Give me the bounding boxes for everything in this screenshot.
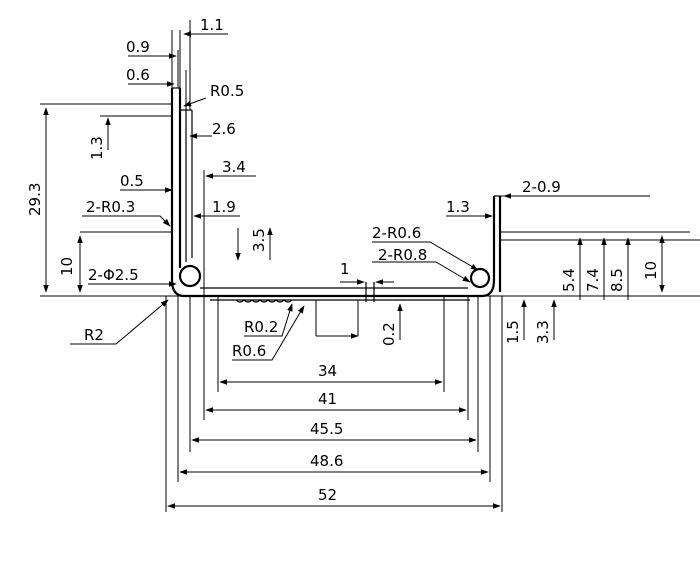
label-2-r0-8: 2-R0.8 xyxy=(378,246,427,264)
label-1-3-left: 1.3 xyxy=(88,136,106,160)
label-48-6: 48.6 xyxy=(310,452,343,470)
label-2-phi-2-5: 2-Φ2.5 xyxy=(88,266,139,284)
label-r2: R2 xyxy=(84,326,104,344)
label-3-4: 3.4 xyxy=(222,158,246,176)
label-10-right: 10 xyxy=(642,261,660,280)
dimension-labels: 1.1 0.9 0.6 R0.5 1.3 2.6 29.3 3.4 0.5 2-… xyxy=(26,16,660,504)
extension-lines xyxy=(40,20,700,512)
label-41: 41 xyxy=(318,390,337,408)
label-34: 34 xyxy=(318,362,337,380)
label-0-9: 0.9 xyxy=(126,38,150,56)
label-8-5: 8.5 xyxy=(608,268,626,292)
label-1: 1 xyxy=(340,260,350,278)
label-2-r0-3: 2-R0.3 xyxy=(86,198,135,216)
label-29-3: 29.3 xyxy=(26,183,44,216)
label-3-5: 3.5 xyxy=(250,228,268,252)
dimension-arrows xyxy=(43,31,665,509)
label-45-5: 45.5 xyxy=(310,420,343,438)
label-2-6: 2.6 xyxy=(212,120,236,138)
label-2-r0-6: 2-R0.6 xyxy=(372,224,421,242)
label-r0-5: R0.5 xyxy=(210,82,244,100)
label-1-9: 1.9 xyxy=(212,198,236,216)
label-7-4: 7.4 xyxy=(584,268,602,292)
label-3-3: 3.3 xyxy=(534,320,552,344)
label-1-1: 1.1 xyxy=(200,16,224,34)
label-10-left: 10 xyxy=(58,257,76,276)
label-52: 52 xyxy=(318,486,337,504)
label-1-3-right: 1.3 xyxy=(446,198,470,216)
label-0-5: 0.5 xyxy=(120,172,144,190)
label-5-4: 5.4 xyxy=(560,268,578,292)
label-r0-6: R0.6 xyxy=(232,342,266,360)
label-0-2: 0.2 xyxy=(380,322,398,346)
label-2-0-9: 2-0.9 xyxy=(522,178,561,196)
label-0-6: 0.6 xyxy=(126,66,150,84)
profile-outline xyxy=(170,87,502,303)
label-r0-2: R0.2 xyxy=(244,318,278,336)
label-1-5: 1.5 xyxy=(504,320,522,344)
